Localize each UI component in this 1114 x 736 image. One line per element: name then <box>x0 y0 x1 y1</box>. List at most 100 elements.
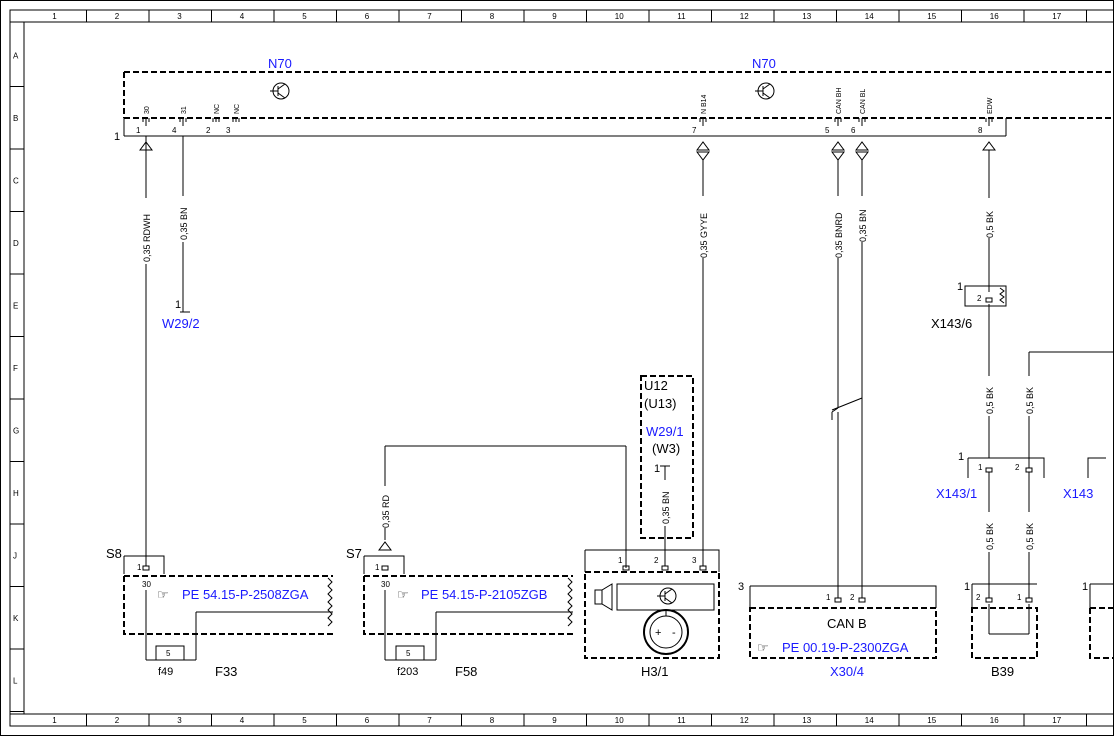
x30-4-label[interactable]: X30/4 <box>830 664 864 679</box>
column-number: 13 <box>802 716 811 725</box>
row-letter: C <box>13 176 19 185</box>
svg-text:3: 3 <box>692 556 697 565</box>
column-number: 3 <box>177 12 182 21</box>
column-number: 16 <box>990 12 999 21</box>
svg-text:+: + <box>655 627 661 639</box>
wire-rdwh[interactable]: 0,35 RDWH <box>139 136 153 568</box>
row-letter: F <box>13 364 18 373</box>
svg-text:1: 1 <box>1017 593 1022 602</box>
h3-1-label[interactable]: H3/1 <box>641 664 668 679</box>
component-s8[interactable]: 1 30 ☞ PE 54.15-P-2508ZGA 5 f49 <box>123 555 333 678</box>
fuse-icon <box>395 645 425 661</box>
wire-gyye[interactable]: 0,35 GYYE <box>696 160 710 568</box>
svg-text:0,35 BN: 0,35 BN <box>179 207 189 240</box>
wire-bn-canbl[interactable]: 0,35 BN <box>855 160 869 600</box>
svg-text:0,5 BK: 0,5 BK <box>1025 387 1035 414</box>
wire-rd[interactable]: 0,35 RD <box>378 445 627 568</box>
connector-x143-1[interactable]: 1 2 1 <box>958 451 1045 478</box>
svg-text:-: - <box>672 627 676 639</box>
column-number: 12 <box>740 716 749 725</box>
drawing-frame <box>9 9 1114 727</box>
row-letter: L <box>13 676 18 685</box>
row-letter: A <box>13 51 19 60</box>
pin-number: 5 <box>825 126 830 135</box>
pin-signal: EDW <box>987 97 994 114</box>
svg-text:0,35 RD: 0,35 RD <box>381 494 391 528</box>
svg-text:0,5 BK: 0,5 BK <box>985 523 995 550</box>
column-number: 5 <box>302 716 307 725</box>
column-number: 6 <box>365 12 370 21</box>
svg-text:2: 2 <box>1015 463 1020 472</box>
column-number: 17 <box>1052 716 1061 725</box>
column-number: 1 <box>52 716 57 725</box>
ref-link-s7[interactable]: PE 54.15-P-2105ZGB <box>421 587 547 602</box>
column-number: 4 <box>240 716 245 725</box>
column-number: 1 <box>52 12 57 21</box>
pin-number: 4 <box>172 126 177 135</box>
column-number: 11 <box>677 716 686 725</box>
svg-text:30: 30 <box>381 580 390 589</box>
svg-text:1: 1 <box>1082 581 1088 593</box>
svg-text:0,5 BK: 0,5 BK <box>985 211 995 238</box>
svg-text:1: 1 <box>137 563 142 572</box>
ref-link-s8[interactable]: PE 54.15-P-2508ZGA <box>182 587 309 602</box>
transistor-icon <box>755 82 775 100</box>
ref-link-x30-4[interactable]: PE 00.19-P-2300ZGA <box>782 640 909 655</box>
pin-number: 7 <box>692 126 697 135</box>
n70-control-unit[interactable]: N70 N70 1 1 4 <box>114 56 1114 143</box>
column-number: 3 <box>177 716 182 725</box>
column-number: 15 <box>927 716 936 725</box>
component-partial-right[interactable]: 1 <box>1082 581 1114 659</box>
battery-icon: + - <box>643 609 689 655</box>
n70-label-left: N70 <box>268 56 292 71</box>
wire-bn-ground[interactable]: 0,35 BN <box>176 136 190 313</box>
component-s7[interactable]: 1 30 ☞ PE 54.15-P-2105ZGB 5 f203 <box>363 555 573 678</box>
svg-text:1: 1 <box>375 563 380 572</box>
column-number: 2 <box>115 12 120 21</box>
component-h3-1[interactable]: 1 2 3 + - <box>584 549 720 659</box>
x143-partial-label[interactable]: X143 <box>1063 486 1093 501</box>
row-letter: G <box>13 426 19 435</box>
component-u12[interactable]: U12 (U13) W29/1 (W3) 1 0,35 BN <box>640 375 694 568</box>
pin-signal: CAN BL <box>860 89 867 114</box>
component-b39[interactable]: 2 1 1 <box>964 581 1038 659</box>
s8-label[interactable]: S8 <box>106 546 122 561</box>
svg-text:U12: U12 <box>644 378 668 393</box>
pin-signal: NC <box>234 104 241 114</box>
wire-bnrd[interactable]: 0,35 BNRD <box>831 160 863 600</box>
transistor-icon <box>270 82 290 100</box>
pin-number: 1 <box>136 126 141 135</box>
b39-label[interactable]: B39 <box>991 664 1014 679</box>
wire-bk-right[interactable]: 0,5 BK <box>1022 351 1114 600</box>
pin-signal: CAN BH <box>836 88 843 114</box>
f58-label[interactable]: F58 <box>455 664 477 679</box>
f33-label[interactable]: F33 <box>215 664 237 679</box>
pin-number: 6 <box>851 126 856 135</box>
can-b-title: CAN B <box>827 616 867 631</box>
column-number: 11 <box>677 12 686 21</box>
svg-text:1: 1 <box>826 593 831 602</box>
svg-text:(W3): (W3) <box>652 441 680 456</box>
column-number: 2 <box>115 716 120 725</box>
wire-bk-edw[interactable]: 0,5 BK <box>982 150 996 292</box>
ground-label-w29-2[interactable]: W29/2 <box>162 316 200 331</box>
hand-pointer-icon: ☞ <box>397 587 409 602</box>
svg-text:30: 30 <box>142 580 151 589</box>
pin-number: 2 <box>206 126 211 135</box>
svg-text:2: 2 <box>654 556 659 565</box>
wire-bk-b39-left[interactable]: 0,5 BK <box>982 472 996 600</box>
s7-label[interactable]: S7 <box>346 546 362 561</box>
ground-label-w29-1[interactable]: W29/1 <box>646 424 684 439</box>
ground-pin: 1 <box>175 299 181 311</box>
svg-text:f49: f49 <box>158 666 173 678</box>
column-number: 14 <box>865 716 874 725</box>
svg-text:(U13): (U13) <box>644 396 677 411</box>
connector-x30-4[interactable]: 1 2 3 CAN B ☞ PE 00.19-P-2300ZGA <box>738 581 937 659</box>
x143-1-label[interactable]: X143/1 <box>936 486 977 501</box>
x143-6-label[interactable]: X143/6 <box>931 316 972 331</box>
column-number: 5 <box>302 12 307 21</box>
pin-signal: N B14 <box>701 94 708 114</box>
